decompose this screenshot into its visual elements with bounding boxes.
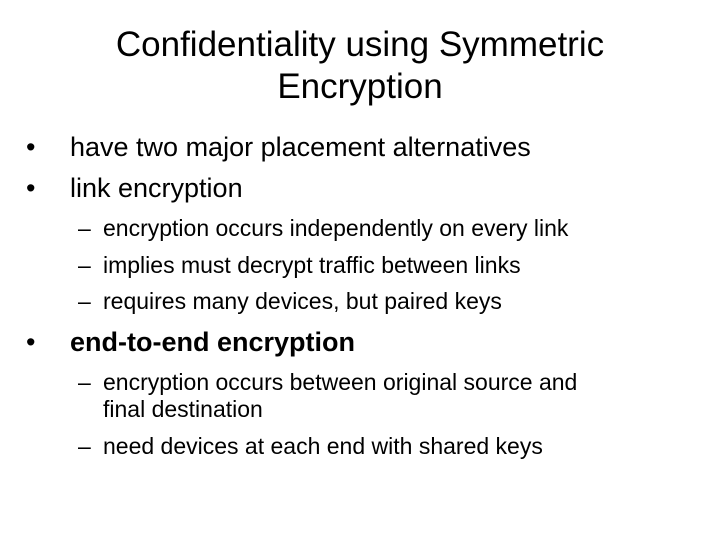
bullet-item: • end-to-end encryption — [26, 326, 355, 358]
title-line-1: Confidentiality using Symmetric — [115, 25, 605, 64]
dash-marker: – — [78, 369, 91, 395]
bullet-text: have two major placement alternatives — [70, 132, 531, 162]
title-line-2: Encryption — [277, 67, 443, 106]
sub-bullet-continuation: final destination — [103, 396, 263, 422]
sub-bullet-text: encryption occurs between original sourc… — [103, 369, 578, 395]
sub-bullet-item: –encryption occurs between original sour… — [78, 369, 577, 396]
sub-bullet-item: –implies must decrypt traffic between li… — [78, 252, 521, 279]
bullet-marker: • — [26, 132, 36, 162]
sub-bullet-item: –requires many devices, but paired keys — [78, 288, 502, 315]
sub-bullet-item: –encryption occurs independently on ever… — [78, 215, 568, 242]
bullet-marker: • — [26, 173, 36, 203]
slide-title: Confidentiality using Symmetric Encrypti… — [0, 24, 720, 108]
dash-marker: – — [78, 433, 91, 459]
dash-marker: – — [78, 252, 91, 278]
bullet-item: • have two major placement alternatives — [26, 131, 531, 163]
dash-marker: – — [78, 288, 91, 314]
sub-bullet-text: requires many devices, but paired keys — [103, 288, 502, 314]
bullet-text: link encryption — [70, 173, 243, 203]
bullet-item: • link encryption — [26, 172, 243, 204]
bullet-marker: • — [26, 327, 36, 357]
sub-bullet-item: –need devices at each end with shared ke… — [78, 433, 543, 460]
sub-bullet-text: implies must decrypt traffic between lin… — [103, 252, 521, 278]
bullet-text: end-to-end encryption — [70, 327, 355, 357]
sub-bullet-text: encryption occurs independently on every… — [103, 215, 569, 241]
sub-bullet-text: need devices at each end with shared key… — [103, 433, 543, 459]
dash-marker: – — [78, 215, 91, 241]
